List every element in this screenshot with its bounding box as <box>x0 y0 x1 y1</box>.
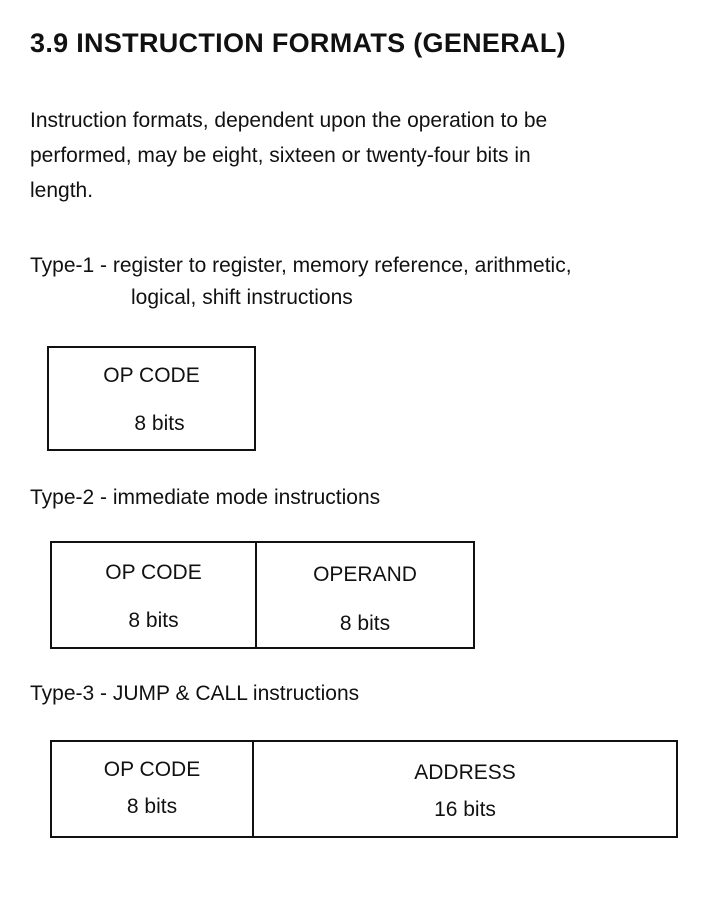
intro-line-3: length. <box>30 179 94 202</box>
type-1-description-continued: logical, shift instructions <box>131 286 353 309</box>
type-3-label: Type-3 - JUMP & CALL instructions <box>30 682 359 706</box>
type-1-name: Type-1 <box>30 254 95 277</box>
type-1-format-diagram: OP CODE 8 bits <box>47 346 256 451</box>
field-name: OP CODE <box>103 364 200 387</box>
field-name: OP CODE <box>105 561 202 584</box>
section-heading: 3.9 INSTRUCTION FORMATS (GENERAL) <box>30 28 566 59</box>
field-size: 16 bits <box>434 798 496 821</box>
type-2-format-diagram: OP CODE 8 bits OPERAND 8 bits <box>50 541 475 649</box>
field-size: 8 bits <box>126 795 178 818</box>
type-1-opcode-field: OP CODE 8 bits <box>49 348 254 449</box>
type-3-format-diagram: OP CODE 8 bits ADDRESS 16 bits <box>50 740 678 838</box>
type-3-name: Type-3 <box>30 682 95 705</box>
type-2-operand-field: OPERAND 8 bits <box>255 543 473 647</box>
type-1-description: - register to register, memory reference… <box>100 254 572 277</box>
field-size: 8 bits <box>128 609 179 632</box>
section-title: INSTRUCTION FORMATS (GENERAL) <box>76 28 566 58</box>
type-3-address-field: ADDRESS 16 bits <box>252 742 676 836</box>
type-3-description: - JUMP & CALL instructions <box>100 682 360 705</box>
intro-line-1: Instruction formats, dependent upon the … <box>30 109 548 132</box>
field-name: OPERAND <box>313 563 417 586</box>
type-2-name: Type-2 <box>30 486 95 509</box>
intro-line-2: performed, may be eight, sixteen or twen… <box>30 144 531 167</box>
type-2-label: Type-2 - immediate mode instructions <box>30 486 380 510</box>
type-2-opcode-field: OP CODE 8 bits <box>52 543 255 647</box>
type-1-label: Type-1 - register to register, memory re… <box>30 254 572 278</box>
field-name: ADDRESS <box>414 761 516 784</box>
section-number: 3.9 <box>30 28 69 58</box>
intro-paragraph: Instruction formats, dependent upon the … <box>30 103 700 208</box>
field-name: OP CODE <box>103 758 201 781</box>
field-size: 8 bits <box>134 412 185 435</box>
type-3-opcode-field: OP CODE 8 bits <box>52 742 252 836</box>
field-size: 8 bits <box>339 612 391 635</box>
type-2-description: - immediate mode instructions <box>100 486 381 509</box>
